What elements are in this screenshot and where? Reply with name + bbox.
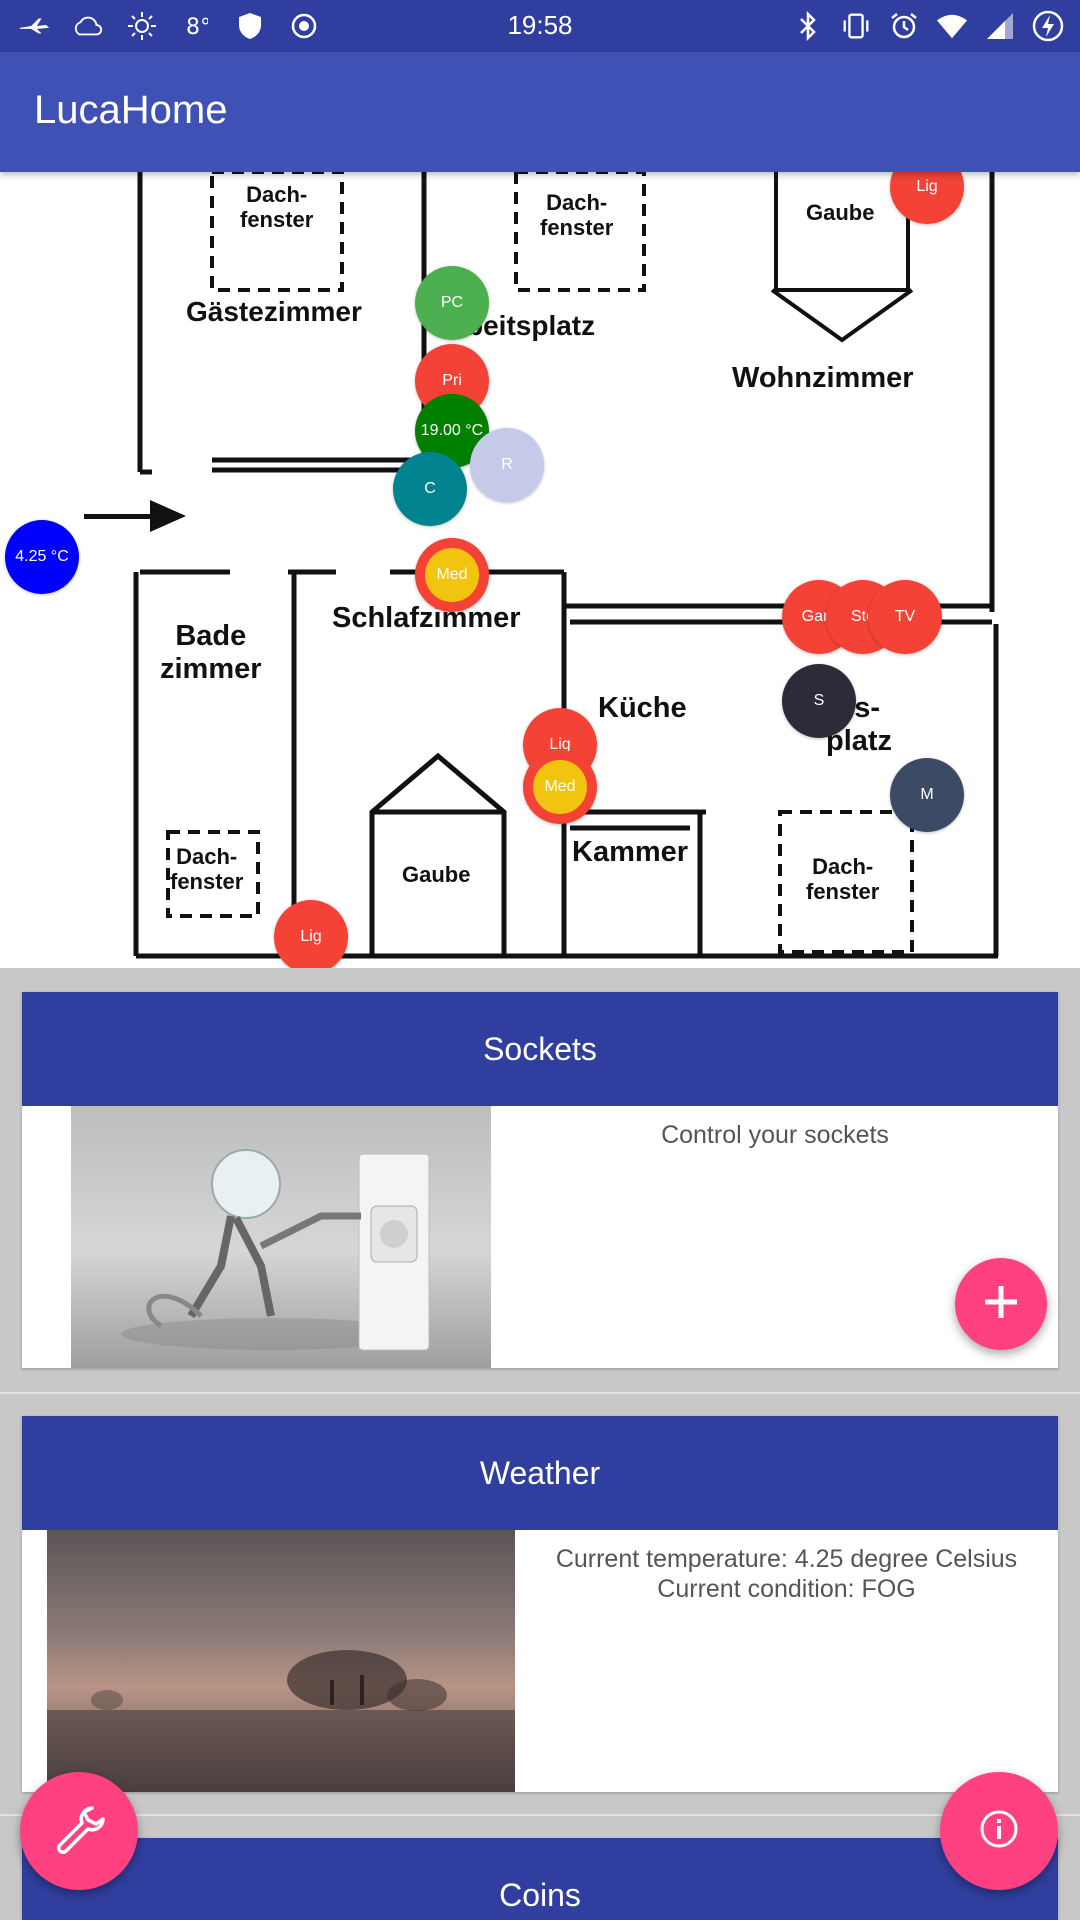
plus-icon bbox=[981, 1282, 1021, 1327]
raspberry-marker[interactable]: R bbox=[470, 428, 544, 502]
cloud-icon bbox=[72, 10, 104, 42]
status-time: 19:58 bbox=[507, 10, 573, 40]
wifi-icon bbox=[936, 10, 968, 42]
sockets-card-title: Sockets bbox=[22, 992, 1058, 1106]
bluetooth-icon bbox=[792, 10, 824, 42]
status-bar: 8° 19:58 bbox=[0, 0, 1080, 52]
app-title: LucaHome bbox=[34, 88, 228, 132]
room-label: Dach- fenster bbox=[170, 844, 244, 895]
battery-charging-icon bbox=[1032, 10, 1064, 42]
light-marker[interactable]: Lig bbox=[274, 900, 348, 968]
room-label: Bade zimmer bbox=[160, 620, 262, 686]
app-bar: LucaHome bbox=[0, 52, 1080, 172]
weather-card-title: Weather bbox=[22, 1416, 1058, 1530]
room-label: beitsplatz bbox=[466, 310, 596, 341]
card-divider bbox=[0, 1392, 1080, 1394]
svg-text:8°: 8° bbox=[186, 15, 208, 40]
signal-icon bbox=[984, 10, 1016, 42]
wrench-icon bbox=[52, 1802, 106, 1861]
sensor-marker[interactable]: S bbox=[782, 664, 856, 738]
sockets-card-body: Control your sockets bbox=[22, 1106, 1058, 1368]
floor-plan-drawing bbox=[84, 172, 999, 959]
room-label: Gästezimmer bbox=[186, 296, 362, 327]
record-icon bbox=[288, 10, 320, 42]
card-divider bbox=[0, 1814, 1080, 1816]
sun-icon bbox=[126, 10, 158, 42]
tv-socket-marker[interactable]: TV bbox=[868, 580, 942, 654]
media-marker[interactable]: Med bbox=[415, 538, 489, 612]
room-label: Dach- fenster bbox=[240, 182, 314, 233]
weather-card[interactable]: Weather Current temperature: 4.25 degree… bbox=[22, 1416, 1058, 1792]
media-marker-inner: Med bbox=[533, 760, 587, 814]
info-button[interactable] bbox=[940, 1772, 1058, 1890]
status-icons-left: 8° bbox=[18, 8, 320, 44]
outdoor-temperature-marker[interactable]: 4.25 °C bbox=[5, 520, 79, 594]
sockets-card-description: Control your sockets bbox=[661, 1121, 889, 1149]
floor-plan-map[interactable]: Dach- fenster Dach- fenster Gaube Gästez… bbox=[0, 172, 1080, 968]
alarm-icon bbox=[888, 10, 920, 42]
room-label: Gaube bbox=[806, 200, 875, 225]
weather-temperature-text: Current temperature: 4.25 degree Celsius bbox=[555, 1545, 1018, 1573]
pc-socket-marker[interactable]: PC bbox=[415, 266, 489, 340]
info-icon bbox=[979, 1809, 1019, 1854]
airplane-icon bbox=[18, 10, 50, 42]
vibrate-icon bbox=[840, 10, 872, 42]
weather-card-body: Current temperature: 4.25 degree Celsius… bbox=[22, 1530, 1058, 1792]
camera-marker[interactable]: C bbox=[393, 452, 467, 526]
weather-condition-text: Current condition: FOG bbox=[657, 1575, 916, 1603]
meter-marker[interactable]: M bbox=[890, 758, 964, 832]
room-label: Wohnzimmer bbox=[732, 362, 914, 394]
add-socket-button[interactable] bbox=[955, 1258, 1047, 1350]
temperature-icon: 8° bbox=[180, 10, 212, 42]
settings-button[interactable] bbox=[20, 1772, 138, 1890]
coins-card-title: Coins bbox=[22, 1838, 1058, 1920]
room-label: Dach- fenster bbox=[540, 190, 614, 241]
media-marker-inner: Med bbox=[425, 548, 479, 602]
room-label: Kammer bbox=[572, 836, 689, 868]
coins-card[interactable]: Coins bbox=[22, 1838, 1058, 1920]
room-label: Küche bbox=[598, 692, 687, 724]
room-label: Dach- fenster bbox=[806, 854, 880, 905]
status-icons-right bbox=[792, 8, 1064, 44]
sockets-card-image bbox=[71, 1106, 491, 1368]
shield-icon bbox=[234, 10, 266, 42]
weather-card-image bbox=[47, 1530, 515, 1792]
room-label: Schlafzimmer bbox=[332, 602, 521, 634]
media-marker[interactable]: Med bbox=[523, 750, 597, 824]
sockets-card[interactable]: Sockets Control your sockets bbox=[22, 992, 1058, 1368]
room-label: Gaube bbox=[402, 862, 471, 887]
